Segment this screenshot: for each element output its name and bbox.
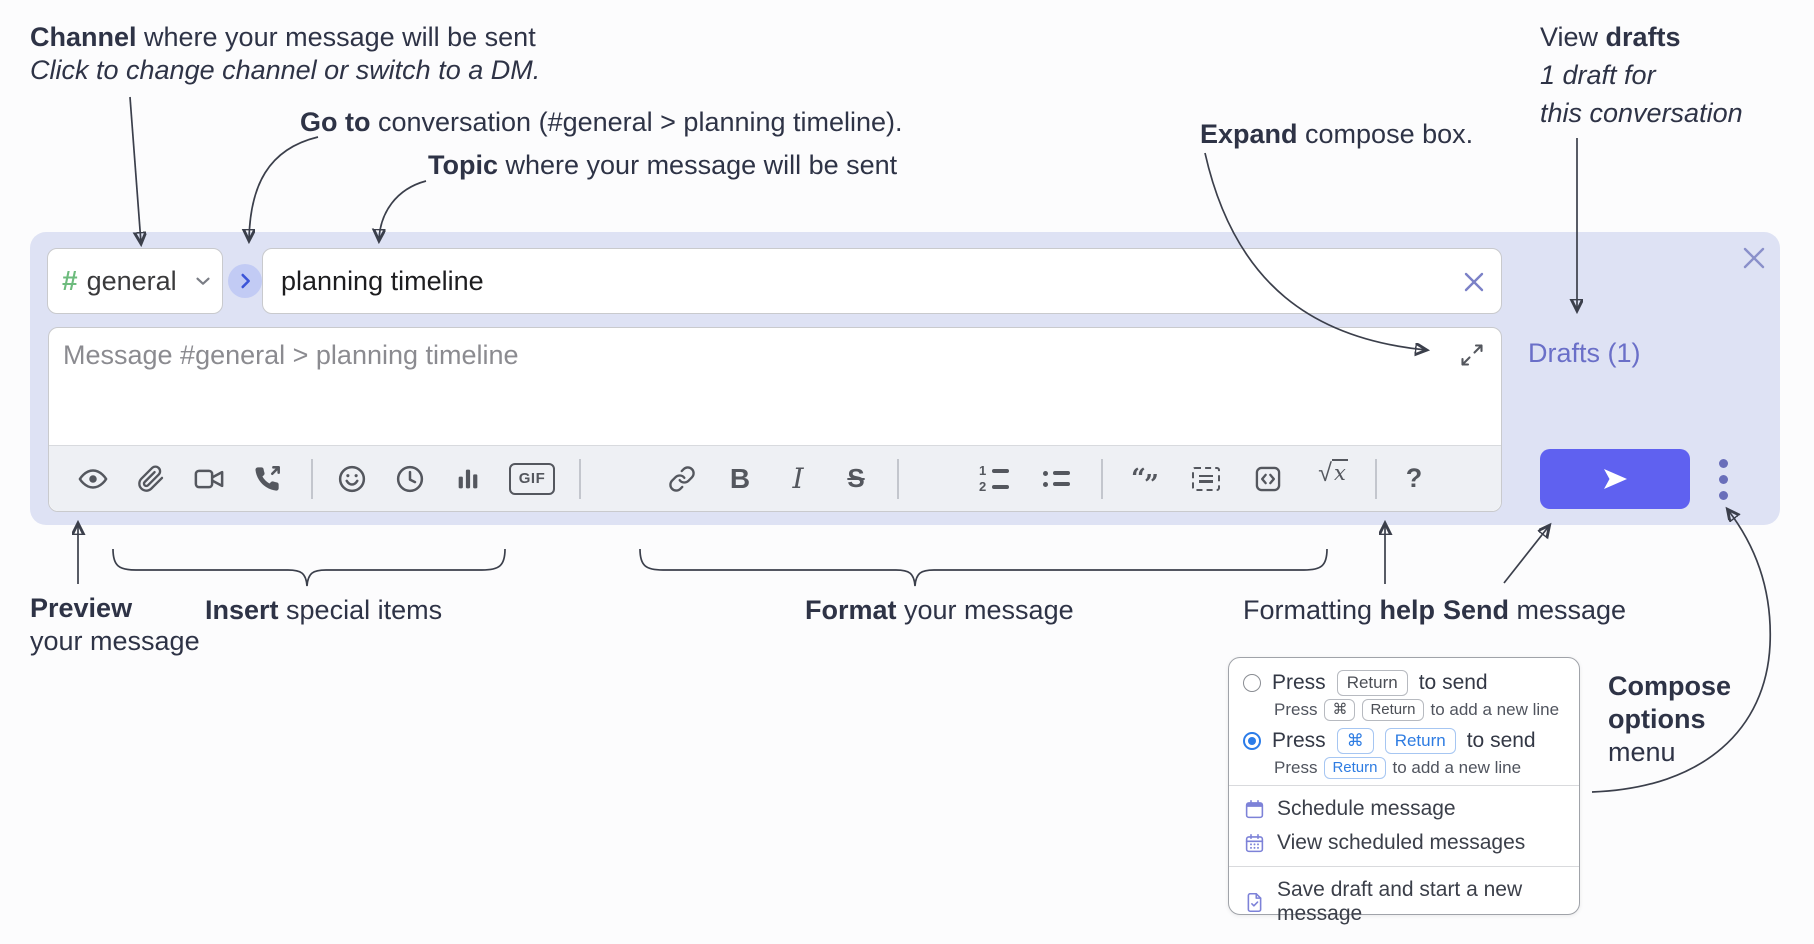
cmd-key: ⌘ [1324, 699, 1356, 721]
annotation-formatting-help: Formatting help [1243, 595, 1436, 625]
video-call-icon[interactable] [192, 459, 226, 499]
toolbar-divider [897, 458, 899, 499]
annotation-compose-options: Compose options menu [1608, 671, 1732, 767]
chevron-down-icon [196, 277, 210, 285]
channel-hash-icon: # [62, 265, 78, 296]
drafts-link[interactable]: Drafts (1) [1528, 338, 1641, 368]
italic-icon[interactable]: I [792, 462, 804, 495]
cmd-key: ⌘ [1336, 728, 1374, 754]
return-key: Return [1362, 699, 1424, 721]
link-icon[interactable] [665, 459, 699, 499]
option-cmd-enter-to-send[interactable]: Press ⌘ Return to send [1229, 725, 1579, 755]
menu-divider [1229, 866, 1579, 867]
clear-topic-icon[interactable] [1459, 267, 1489, 297]
return-key: Return [1384, 728, 1456, 754]
calendar-icon [1245, 799, 1264, 818]
bold-icon[interactable]: B [729, 462, 751, 494]
channel-name: general [86, 265, 177, 296]
math-icon[interactable]: √x [1318, 458, 1348, 487]
return-key: Return [1324, 757, 1386, 779]
annotation-format: Format your message [805, 595, 1074, 625]
arrow-send [1503, 526, 1549, 584]
formatting-help-icon[interactable]: ? [1405, 463, 1423, 493]
time-icon[interactable] [393, 459, 427, 499]
menu-item-view-scheduled[interactable]: View scheduled messages [1229, 826, 1579, 860]
send-icon [1604, 469, 1627, 489]
brace-format [639, 548, 1328, 587]
annotation-goto: Go to conversation (#general > planning … [300, 107, 903, 137]
code-icon[interactable] [1251, 459, 1285, 499]
toolbar-divider [1101, 458, 1103, 499]
poll-icon[interactable] [451, 459, 485, 499]
bulleted-list-icon[interactable] [1037, 459, 1075, 499]
annotation-channel: Channel where your message will be sent … [30, 22, 541, 85]
option-enter-to-send[interactable]: Press Return to send [1229, 667, 1579, 697]
attach-file-icon[interactable] [134, 459, 168, 499]
goto-conversation-button[interactable] [228, 264, 262, 298]
calendar-grid-icon [1245, 833, 1264, 852]
quote-icon[interactable]: “” [1131, 463, 1159, 500]
annotation-insert: Insert special items [205, 595, 443, 625]
topic-input[interactable] [263, 265, 1501, 297]
annotation-expand: Expand compose box. [1200, 119, 1474, 149]
toolbar-divider [1375, 458, 1377, 499]
close-compose-icon[interactable] [1738, 242, 1770, 274]
expand-compose-icon[interactable] [1459, 342, 1485, 368]
topic-input-wrapper [262, 248, 1502, 314]
compose-options-menu: Press Return to send Press ⌘ Return to a… [1228, 657, 1580, 925]
voice-call-icon[interactable] [250, 459, 284, 499]
radio-selected[interactable] [1243, 732, 1261, 750]
toolbar-divider [579, 458, 581, 499]
menu-divider [1229, 785, 1579, 786]
annotation-topic: Topic where your message will be sent [428, 150, 898, 180]
arrow-goto [249, 136, 319, 240]
compose-toolbar: GIF B I S 1 2 [49, 445, 1501, 511]
strikethrough-icon[interactable]: S [847, 463, 865, 493]
gif-icon[interactable]: GIF [509, 459, 555, 499]
preview-icon[interactable] [76, 459, 110, 499]
annotation-preview: Preview your message [30, 593, 200, 656]
send-button[interactable] [1540, 449, 1690, 509]
option-cmd-enter-to-send-hint: Press Return to add a new line [1274, 757, 1522, 779]
annotation-view-drafts: View drafts 1 draft for this conversatio… [1540, 22, 1743, 128]
numbered-list-icon[interactable]: 1 2 [975, 459, 1013, 499]
message-area[interactable]: Message #general > planning timeline [48, 327, 1502, 512]
draft-check-icon [1247, 892, 1262, 912]
arrow-channel [129, 96, 141, 243]
chevron-right-icon [241, 273, 250, 289]
radio-unselected[interactable] [1243, 674, 1261, 692]
compose-box: # general Message #general > planning ti… [30, 232, 1780, 525]
compose-options-button[interactable] [1719, 459, 1728, 500]
toolbar-divider [311, 458, 313, 499]
spoiler-icon[interactable] [1189, 459, 1223, 499]
channel-selector[interactable]: # general [47, 248, 223, 314]
annotation-send: Send message [1443, 595, 1627, 625]
emoji-icon[interactable] [335, 459, 369, 499]
menu-item-save-draft[interactable]: Save draft and start a new message [1229, 873, 1579, 931]
message-placeholder: Message #general > planning timeline [63, 340, 519, 370]
return-key: Return [1336, 670, 1408, 696]
brace-insert [112, 548, 506, 587]
option-enter-to-send-hint: Press ⌘ Return to add a new line [1274, 699, 1560, 721]
menu-item-schedule-message[interactable]: Schedule message [1229, 792, 1579, 826]
